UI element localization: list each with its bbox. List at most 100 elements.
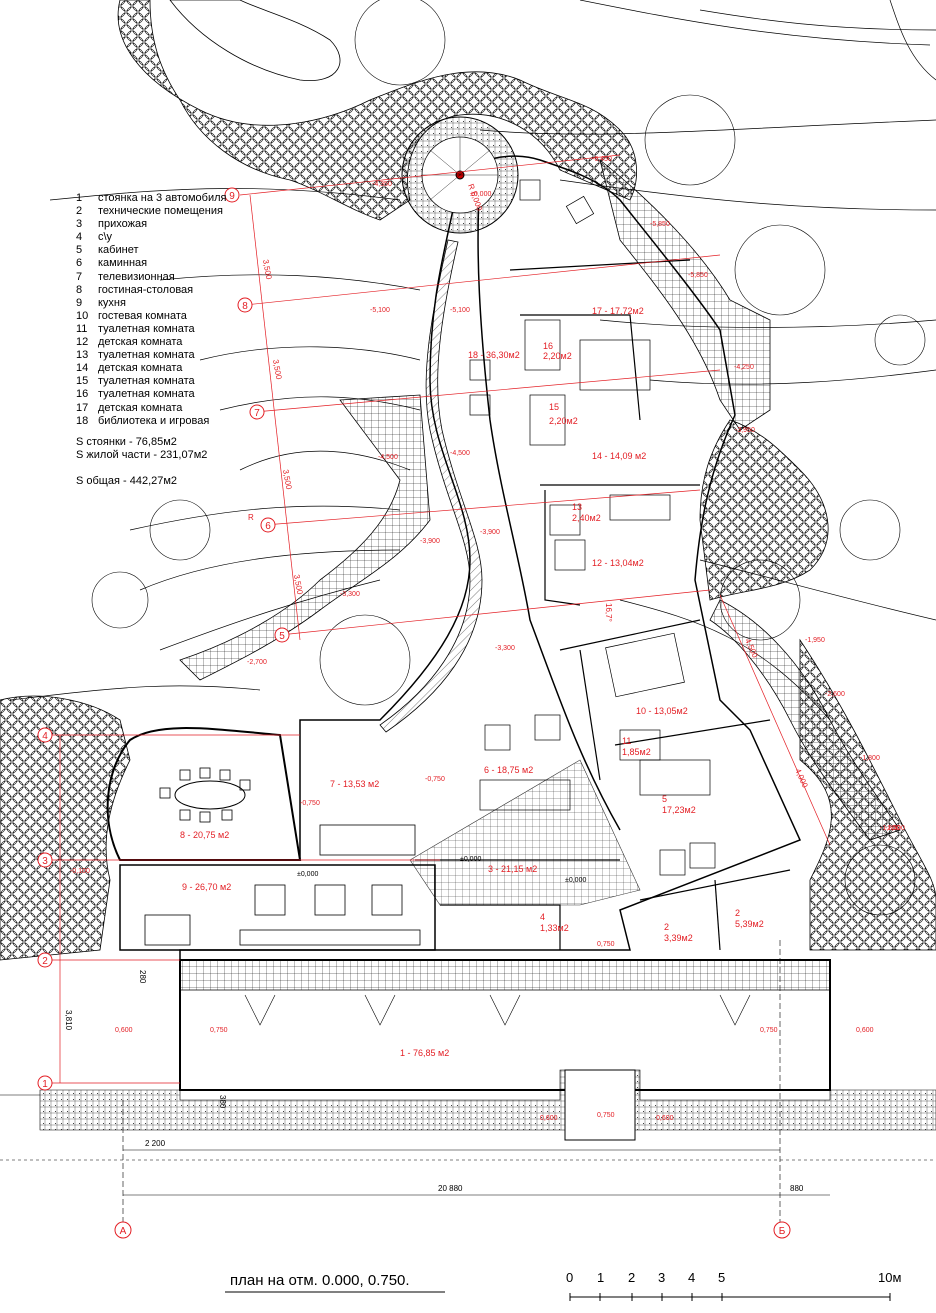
legend-item-number: 1 bbox=[76, 192, 83, 204]
svg-text:-4,500: -4,500 bbox=[450, 450, 470, 457]
legend-item-number: 9 bbox=[76, 296, 83, 309]
svg-text:3: 3 bbox=[42, 856, 48, 867]
area-summary: S стоянки - 76,85м2 S жилой части - 231,… bbox=[76, 436, 207, 488]
legend-item: 18 библиотека и игровая bbox=[76, 415, 226, 428]
svg-text:±0,000: ±0,000 bbox=[470, 191, 491, 198]
tile-path-southeast bbox=[709, 599, 901, 841]
svg-text:Б: Б bbox=[779, 1226, 786, 1237]
room-3-label: 3 - 21,15 м2 bbox=[488, 864, 537, 874]
room-13-label: 13 bbox=[572, 502, 582, 512]
svg-text:0,750: 0,750 bbox=[597, 941, 615, 948]
svg-text:880: 880 bbox=[790, 1184, 804, 1193]
svg-text:3,39м2: 3,39м2 bbox=[664, 933, 693, 943]
svg-text:0,600: 0,600 bbox=[656, 1115, 674, 1122]
svg-text:-3,900: -3,900 bbox=[420, 538, 440, 545]
room-16-label: 16 bbox=[543, 341, 553, 351]
legend-item-text: туалетная комната bbox=[98, 322, 195, 335]
legend-item: 5 кабинет bbox=[76, 244, 226, 257]
plan-title: план на отм. 0.000, 0.750. bbox=[230, 1272, 410, 1289]
tile-path-west bbox=[179, 394, 431, 681]
legend-item-text: кабинет bbox=[98, 244, 139, 257]
svg-text:0,750: 0,750 bbox=[210, 1027, 228, 1034]
legend-item-number: 3 bbox=[76, 218, 83, 231]
room-15-label: 15 bbox=[549, 402, 559, 412]
legend-item: 6 каминная bbox=[76, 257, 226, 270]
svg-text:±0,000: ±0,000 bbox=[297, 871, 318, 878]
legend-item-number: 11 bbox=[76, 322, 88, 335]
legend-item-text: каминная bbox=[98, 257, 148, 270]
legend-item-text: детская комната bbox=[98, 362, 183, 375]
svg-text:1,33м2: 1,33м2 bbox=[540, 923, 569, 933]
legend-item-number: 2 bbox=[76, 205, 83, 218]
svg-text:2,40м2: 2,40м2 bbox=[572, 513, 601, 523]
axis-marker-b bbox=[773, 1221, 791, 1239]
room-1-label: 1 - 76,85 м2 bbox=[400, 1048, 449, 1058]
room-11-label: 11 bbox=[622, 736, 631, 746]
room-17-label: 17 - 17,72м2 bbox=[592, 306, 644, 316]
scale-label-5: 5 bbox=[718, 1270, 726, 1285]
svg-text:3,500: 3,500 bbox=[281, 469, 293, 491]
svg-text:17,23м2: 17,23м2 bbox=[662, 805, 696, 815]
svg-text:-2,700: -2,700 bbox=[247, 659, 267, 666]
svg-text:0,750: 0,750 bbox=[597, 1112, 615, 1119]
axis-marker-a bbox=[114, 1221, 132, 1239]
pebble-area-north bbox=[117, 0, 637, 221]
garage-entrance-ramp bbox=[564, 1069, 636, 1141]
svg-text:280: 280 bbox=[138, 970, 147, 984]
room-2a-label: 2 bbox=[664, 922, 669, 932]
axis-marker-9 bbox=[224, 187, 240, 203]
area-living: S жилой части - 231,07м2 bbox=[76, 449, 208, 461]
svg-text:-2,600: -2,600 bbox=[825, 691, 845, 698]
svg-text:5,39м2: 5,39м2 bbox=[735, 919, 764, 929]
legend-item-text: гостевая комната bbox=[98, 309, 187, 322]
scale-label-2: 2 bbox=[628, 1270, 636, 1285]
pebble-area-east bbox=[699, 419, 829, 601]
legend-item-text: с\у bbox=[98, 231, 113, 244]
svg-text:0,600: 0,600 bbox=[856, 1027, 874, 1034]
svg-text:-1,800: -1,800 bbox=[880, 825, 900, 832]
svg-text:2 200: 2 200 bbox=[145, 1139, 166, 1148]
scale-bar bbox=[569, 1293, 891, 1301]
legend-item-number: 12 bbox=[76, 336, 89, 349]
svg-text:-5,100: -5,100 bbox=[370, 307, 390, 314]
hall-tile-floor bbox=[409, 759, 641, 906]
svg-text:-3,300: -3,300 bbox=[340, 591, 360, 598]
svg-text:9: 9 bbox=[229, 191, 235, 202]
scale-label-1: 1 bbox=[597, 1270, 605, 1285]
axis-markers bbox=[37, 187, 791, 1239]
svg-text:2: 2 bbox=[42, 956, 48, 967]
legend-item-number: 6 bbox=[76, 257, 83, 270]
legend-item-text: библиотека и игровая bbox=[98, 414, 210, 427]
legend-item-number: 18 bbox=[76, 414, 89, 427]
room-8-label: 8 - 20,75 м2 bbox=[180, 830, 229, 840]
scale-label-3: 3 bbox=[658, 1270, 666, 1285]
axis-marker-5 bbox=[274, 627, 290, 643]
legend-item: 2 технические помещения bbox=[76, 205, 226, 218]
legend-item-number: 5 bbox=[76, 244, 83, 257]
room-6-label: 6 - 18,75 м2 bbox=[484, 765, 533, 775]
svg-text:6: 6 bbox=[265, 521, 271, 532]
scale-label-0: 0 bbox=[566, 1270, 574, 1285]
legend-item-number: 10 bbox=[76, 309, 89, 322]
svg-text:5: 5 bbox=[279, 631, 285, 642]
legend-item-text: кухня bbox=[98, 296, 126, 309]
room-12-label: 12 - 13,04м2 bbox=[592, 558, 644, 568]
legend-item-text: технические помещения bbox=[98, 205, 223, 218]
svg-text:-0,750: -0,750 bbox=[425, 776, 445, 783]
svg-text:2,20м2: 2,20м2 bbox=[543, 351, 572, 361]
legend-item-number: 13 bbox=[76, 349, 89, 362]
legend-item: 9 кухня bbox=[76, 297, 226, 310]
svg-text:-0,100: -0,100 bbox=[70, 868, 90, 875]
room-4-label: 4 bbox=[540, 912, 545, 922]
garage-doors bbox=[244, 994, 751, 1026]
room-14-label: 14 - 14,09 м2 bbox=[592, 451, 646, 461]
svg-text:20 880: 20 880 bbox=[438, 1184, 463, 1193]
svg-text:-3,950: -3,950 bbox=[735, 427, 755, 434]
legend-item-text: туалетная комната bbox=[98, 388, 195, 401]
legend-item-text: телевизионная bbox=[98, 270, 175, 283]
svg-text:-4,350: -4,350 bbox=[372, 181, 392, 188]
legend-item-text: туалетная комната bbox=[98, 349, 195, 362]
